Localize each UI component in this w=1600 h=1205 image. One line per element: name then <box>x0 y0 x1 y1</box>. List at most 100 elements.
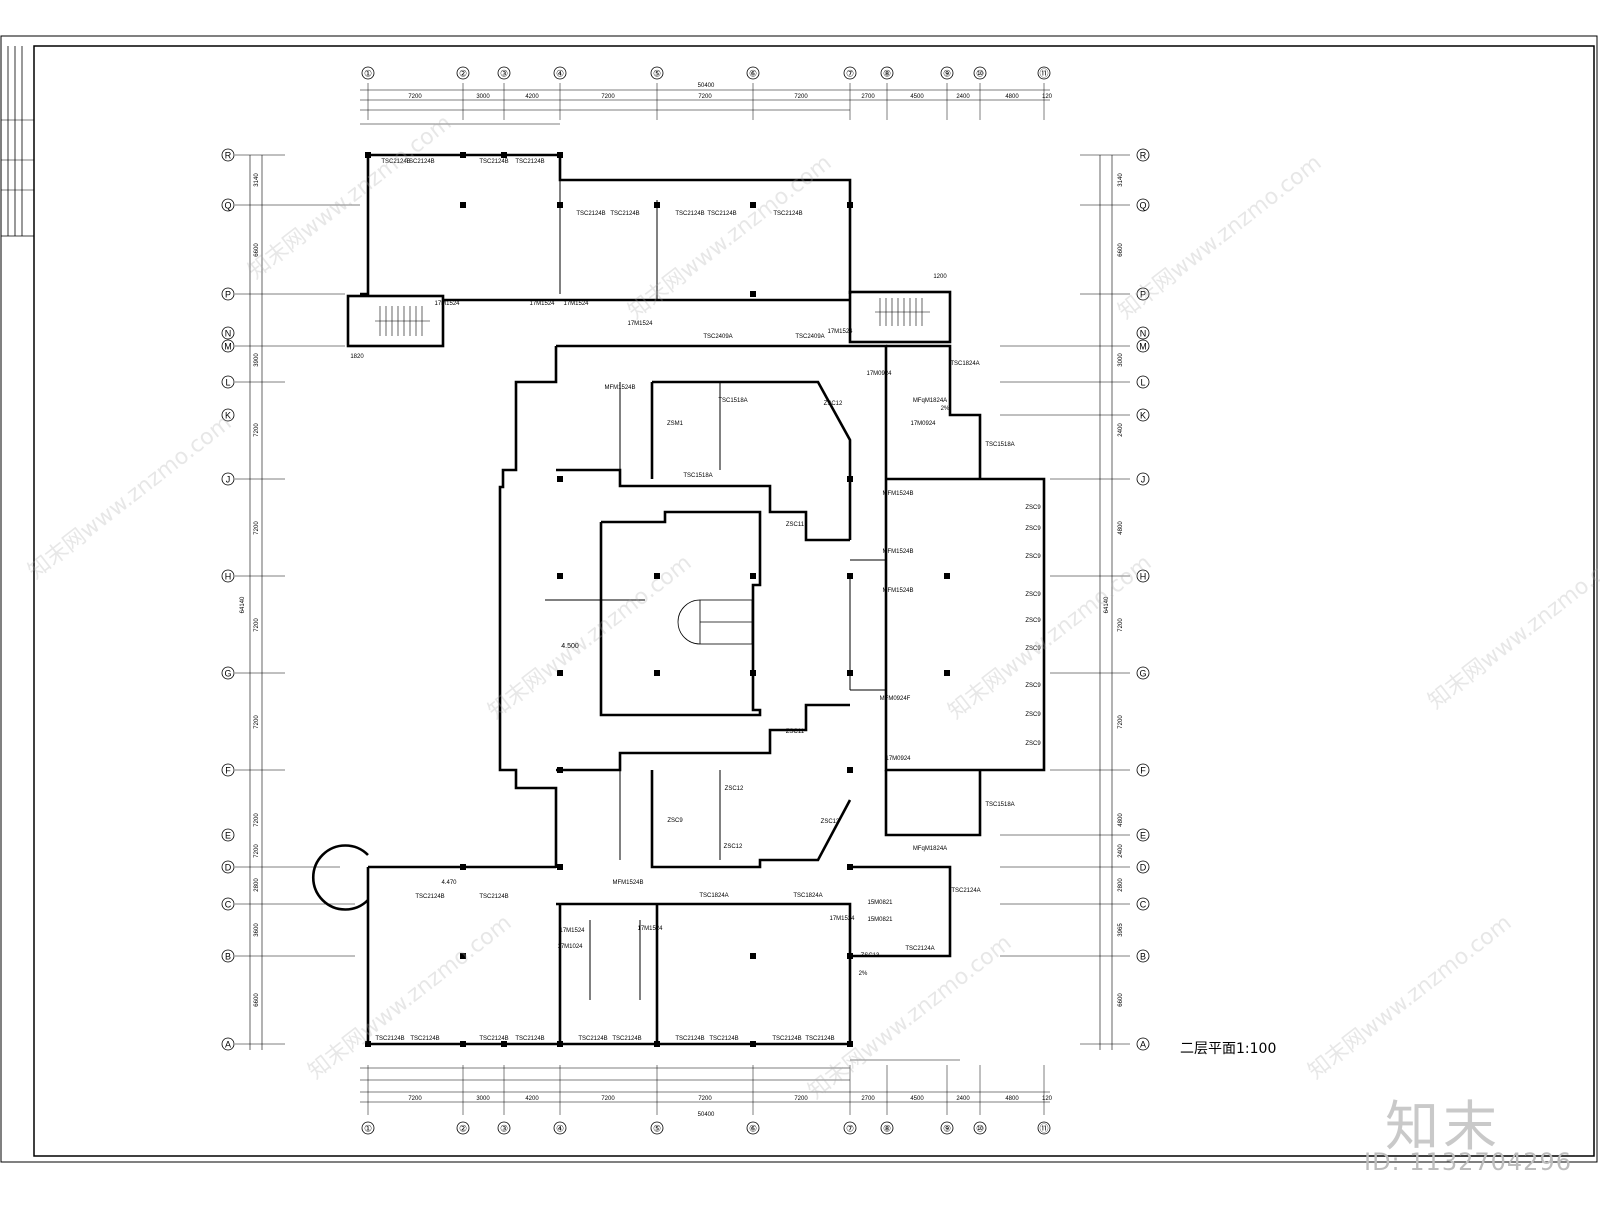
dimension-total-bottom: 50400 <box>698 1112 715 1118</box>
window-label-bottom: TSC2124B <box>709 1036 738 1042</box>
annotation-label: 17M0924 <box>885 756 911 762</box>
axis-bubble-right-circle <box>1136 287 1150 301</box>
axis-bubble-left: F <box>225 766 231 776</box>
axis-bubble-top-circle <box>940 66 954 80</box>
window-label-right: ZSC9 <box>1025 741 1041 747</box>
dimension-bottom: 2700 <box>861 1096 875 1102</box>
axis-bubble-right-circle <box>1136 1037 1150 1051</box>
axis-bubble-right: M <box>1139 342 1147 352</box>
axis-bubble-bottom-circle <box>880 1121 894 1135</box>
door-label: 17M1524 <box>829 916 855 922</box>
door-label: 17M1524 <box>434 301 460 307</box>
axis-bubble-bottom: ④ <box>556 1124 564 1134</box>
axis-bubble-right-circle <box>1136 339 1150 353</box>
slope-mark: 2% <box>941 406 950 412</box>
dimension-right: 2400 <box>1118 423 1124 437</box>
axis-bubble-right: C <box>1140 900 1147 910</box>
axis-bubble-right-circle <box>1136 763 1150 777</box>
dimension-right: 6600 <box>1118 993 1124 1007</box>
axis-bubble-right: G <box>1139 669 1146 679</box>
annotation-label: ZSC13 <box>861 953 880 959</box>
dimension-top: 2700 <box>861 94 875 100</box>
annotation-label: ZSC12 <box>824 401 843 407</box>
window-label-bottom: TSC2124B <box>375 1036 404 1042</box>
dimension-total-top: 50400 <box>698 83 715 89</box>
axis-bubble-left-circle <box>221 408 235 422</box>
window-label-top: TSC2124B <box>515 159 544 165</box>
axis-bubble-left-circle <box>221 287 235 301</box>
axis-bubble-left-circle <box>221 339 235 353</box>
axis-bubble-bottom: ⑩ <box>976 1124 984 1134</box>
annotation-label: MFqM1824A <box>913 846 947 852</box>
brand-logo-text: 知末 <box>1385 1095 1501 1158</box>
elevation-mark: 4.470 <box>441 880 457 886</box>
axis-bubble-left-circle <box>221 666 235 680</box>
axis-bubble-right: P <box>1140 290 1146 300</box>
window-label-right: ZSC9 <box>1025 505 1041 511</box>
axis-bubble-top: ⑦ <box>846 69 854 79</box>
dimension-top: 7200 <box>408 94 422 100</box>
axis-bubble-left-circle <box>221 472 235 486</box>
axis-bubble-left: M <box>224 342 232 352</box>
annotation-label: TSC1518A <box>985 802 1014 808</box>
dimension-left: 6600 <box>254 243 260 257</box>
annotation-label: TSC1518A <box>718 398 747 404</box>
axis-bubble-right-circle <box>1136 148 1150 162</box>
annotation-label: 17M0924 <box>910 421 936 427</box>
dimension-bottom: 2400 <box>956 1096 970 1102</box>
window-label-top: TSC2124B <box>381 159 410 165</box>
window-label-top: TSC2124B <box>610 211 639 217</box>
dimension-left: 7200 <box>254 715 260 729</box>
axis-bubble-right: H <box>1140 572 1147 582</box>
axis-bubble-right-circle <box>1136 828 1150 842</box>
dimension-bottom: 7200 <box>601 1096 615 1102</box>
axis-bubble-bottom: ⑤ <box>653 1124 661 1134</box>
axis-bubble-right-circle <box>1136 949 1150 963</box>
window-label-bottom: TSC2124B <box>515 1036 544 1042</box>
stair-dimension: 1200 <box>933 274 947 280</box>
exterior-walls <box>312 153 1046 1046</box>
annotation-label: TSC2124A <box>951 888 980 894</box>
axis-bubble-bottom-circle <box>1037 1121 1051 1135</box>
annotation-label: ZSC11 <box>786 522 805 528</box>
axis-bubble-top-circle <box>880 66 894 80</box>
window-label-bottom: TSC2124B <box>410 1036 439 1042</box>
axis-bubble-top-circle <box>361 66 375 80</box>
annotation-label: ZSC12 <box>724 844 743 850</box>
window-label-right: ZSC9 <box>1025 683 1041 689</box>
axis-bubble-right-circle <box>1136 198 1150 212</box>
dimension-right: 7200 <box>1118 618 1124 632</box>
right-stair-treads <box>875 298 930 326</box>
door-label: 17M1524 <box>559 928 585 934</box>
central-staircase <box>677 599 753 645</box>
dimension-top: 3000 <box>476 94 490 100</box>
axis-bubble-left-circle <box>221 828 235 842</box>
axis-bubble-left: E <box>225 831 231 841</box>
axis-bubble-bottom: ② <box>459 1124 467 1134</box>
annotation-label: ZSC9 <box>667 818 683 824</box>
axis-bubble-top: ⑧ <box>883 69 891 79</box>
door-label: 17M1524 <box>627 321 653 327</box>
interior-walls <box>545 180 886 1000</box>
axis-bubble-bottom: ⑧ <box>883 1124 891 1134</box>
annotation-label: 15M0821 <box>867 917 893 923</box>
dimension-right: 2400 <box>1118 844 1124 858</box>
axis-bubble-left: N <box>225 329 232 339</box>
document-id: ID: 1132704296 <box>1364 1148 1572 1176</box>
window-label-bottom: TSC2124B <box>805 1036 834 1042</box>
axis-bubble-bottom-circle <box>973 1121 987 1135</box>
dimension-left: 7200 <box>254 844 260 858</box>
axis-bubble-right-circle <box>1136 860 1150 874</box>
annotation-label: MFM1524B <box>604 385 635 391</box>
window-label-bottom: TSC2124B <box>675 1036 704 1042</box>
annotation-label: TSC1824A <box>950 361 979 367</box>
stair-dimension: 1820 <box>350 354 364 360</box>
axis-bubble-bottom-circle <box>650 1121 664 1135</box>
axis-bubble-right: J <box>1141 475 1146 485</box>
axis-bubble-bottom: ⑨ <box>943 1124 951 1134</box>
window-label-bottom: TSC2124B <box>612 1036 641 1042</box>
window-label-bottom: TSC2124B <box>415 894 444 900</box>
window-label-top: TSC2124B <box>405 159 434 165</box>
door-label: 17M1524 <box>529 301 555 307</box>
